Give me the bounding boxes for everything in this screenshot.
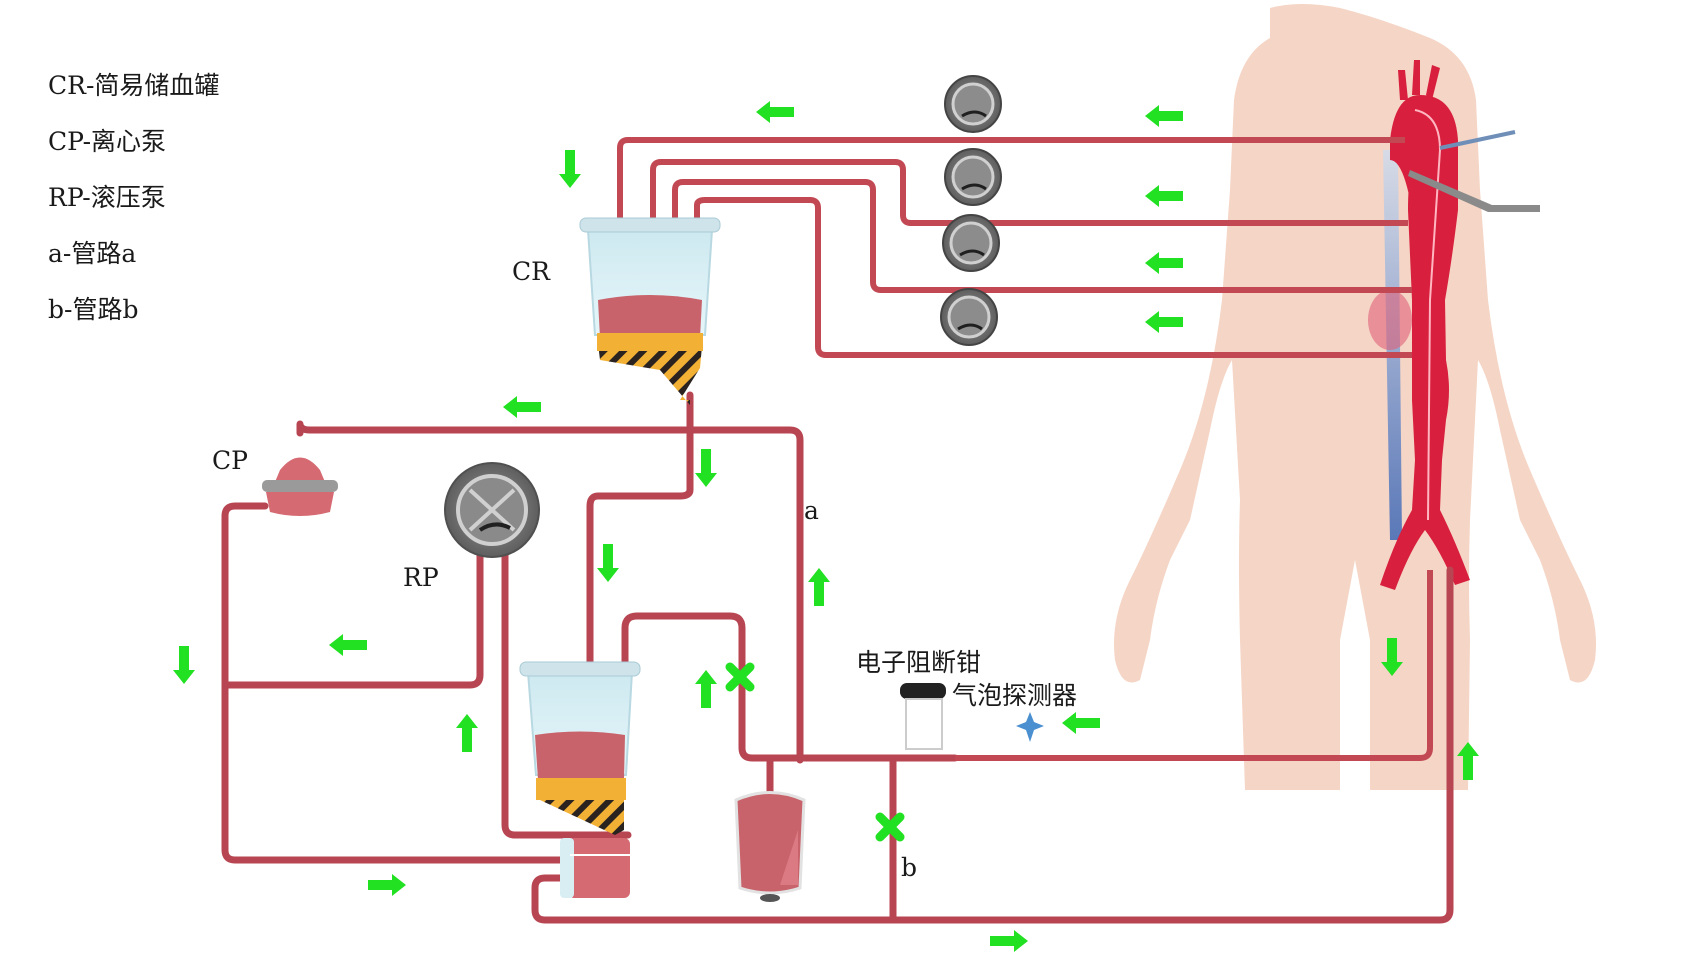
- bottom-return-line: [531, 566, 1454, 924]
- flow-arrow-down-icon: [173, 646, 195, 684]
- rp-roller-pump: [444, 462, 540, 558]
- aneurysm: [1368, 290, 1412, 350]
- clamp-x-line-a: [725, 662, 755, 692]
- flow-arrow-left-icon: [756, 101, 794, 123]
- label-electronic-clamp: 电子阻断钳: [856, 648, 982, 677]
- label-cr: CR: [512, 257, 550, 286]
- flow-arrow-left-icon: [503, 396, 541, 418]
- flow-arrow-up-icon: [808, 568, 830, 606]
- label-rp: RP: [403, 563, 439, 592]
- label-line-b: b: [901, 853, 918, 882]
- flow-arrow-left-icon: [1145, 105, 1183, 127]
- lower-reservoir: [519, 661, 641, 898]
- perfusion-line-3: [672, 179, 1412, 293]
- flow-arrow-right-icon: [368, 874, 406, 896]
- clamp-instrument: [1408, 170, 1540, 212]
- legend-item-a: a-管路a: [48, 239, 137, 268]
- venous-return-line: [955, 570, 1433, 761]
- legend-item-b: b-管路b: [48, 295, 139, 324]
- tubing-network: [221, 137, 1454, 924]
- arterial-cannula: [1439, 130, 1516, 150]
- perfusion-line-1: [617, 137, 1405, 218]
- blood-bag: [734, 791, 806, 902]
- flow-arrow-left-icon: [1145, 252, 1183, 274]
- torso-silhouette: [1114, 4, 1596, 790]
- label-cp: CP: [212, 446, 248, 475]
- reservoir-loop-line: [621, 612, 959, 762]
- electronic-clamp: [900, 683, 946, 750]
- cp-centrifugal-pump: [262, 457, 338, 516]
- cr-reservoir: [579, 217, 721, 405]
- flow-arrow-left-icon: [1062, 712, 1100, 734]
- perfusion-pump-stack: [940, 75, 1002, 346]
- flow-arrow-up-icon: [695, 670, 717, 708]
- perfusion-pump-2: [944, 148, 1002, 206]
- label-line-a: a: [804, 496, 819, 525]
- flow-arrow-down-icon: [695, 449, 717, 487]
- perfusion-pump-4: [940, 288, 998, 346]
- flow-arrow-right-icon: [990, 930, 1028, 952]
- patient-body: [1114, 4, 1596, 790]
- perfusion-pump-3: [942, 214, 1000, 272]
- perfusion-line-2: [650, 159, 1408, 226]
- cr-to-cp-line: [296, 420, 804, 764]
- left-crossbar: [221, 551, 484, 689]
- legend-item-rp: RP-滚压泵: [48, 183, 166, 212]
- flow-arrow-up-icon: [456, 714, 478, 752]
- perfusion-line-4: [694, 197, 1412, 358]
- flow-arrow-down-icon: [559, 150, 581, 188]
- junction-down-line: [586, 426, 694, 674]
- clamp-x-line-b: [875, 812, 905, 842]
- perfusion-pump-1: [944, 75, 1002, 133]
- legend-item-cr: CR-简易储血罐: [48, 71, 220, 100]
- flow-arrow-down-icon: [597, 544, 619, 582]
- flow-arrow-left-icon: [329, 634, 367, 656]
- legend-item-cp: CP-离心泵: [48, 127, 167, 156]
- flow-arrow-left-icon: [1145, 311, 1183, 333]
- label-bubble-detector: 气泡探测器: [952, 681, 1078, 710]
- flow-arrow-left-icon: [1145, 185, 1183, 207]
- flow-arrow-up-icon: [1457, 742, 1479, 780]
- rp-line: [501, 551, 632, 839]
- flow-arrow-down-icon: [1381, 638, 1403, 676]
- aorta: [1380, 60, 1470, 590]
- legend: CR-简易储血罐 CP-离心泵 RP-滚压泵 a-管路a b-管路b: [48, 58, 219, 338]
- bubble-detector-marker: [1016, 712, 1044, 742]
- flow-arrows: [173, 101, 1479, 952]
